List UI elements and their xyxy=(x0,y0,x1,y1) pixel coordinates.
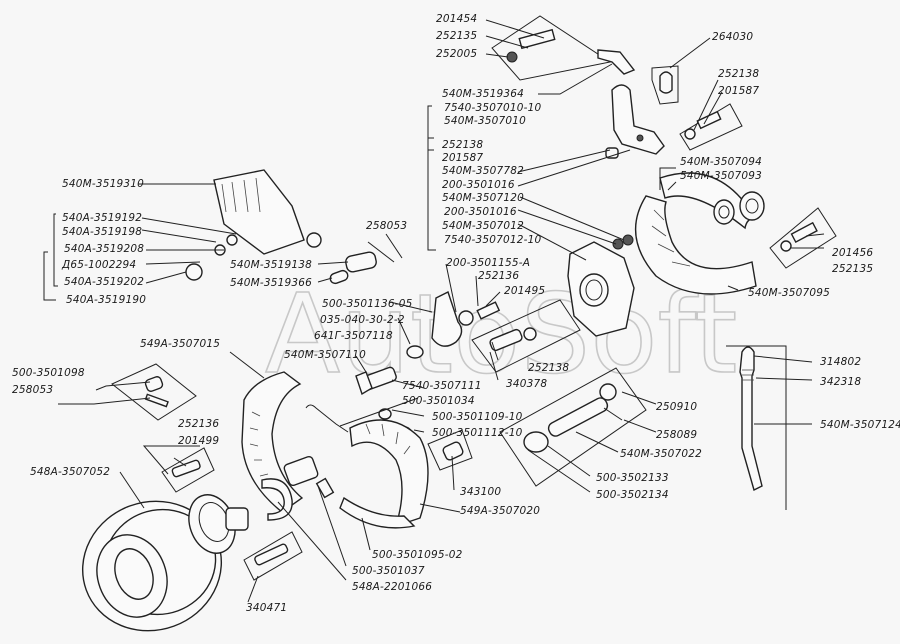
bolt-box-shoe-pin xyxy=(111,363,197,421)
label-340471: 340471 xyxy=(246,602,287,614)
label-035-040-30-2-2: 035-040-30-2-2 xyxy=(320,314,405,326)
slack-lever xyxy=(605,84,665,159)
return-spring xyxy=(305,404,349,499)
label-200-3501016-b: 200-3501016 xyxy=(444,206,517,218)
label-201495: 201495 xyxy=(504,285,545,297)
camshaft-box xyxy=(499,367,647,487)
label-201587-left: 201587 xyxy=(442,152,483,164)
label-250910: 250910 xyxy=(656,401,697,413)
label-252138-center: 252138 xyxy=(528,362,569,374)
label-540a-3519202: 540A-3519202 xyxy=(64,276,144,288)
label-500-3502133: 500-3502133 xyxy=(596,472,669,484)
bolt-box-right xyxy=(679,103,743,151)
label-340378: 340378 xyxy=(506,378,547,390)
lever-arm xyxy=(597,49,636,75)
label-549a-3507015: 549A-3507015 xyxy=(140,338,220,350)
label-314802: 314802 xyxy=(820,356,861,368)
label-d65-1002294: Д65-1002294 xyxy=(61,259,136,271)
label-540m-3507094: 540M-3507094 xyxy=(680,156,762,168)
hub-flange xyxy=(188,494,249,554)
label-343100: 343100 xyxy=(460,486,501,498)
clevis xyxy=(329,241,395,285)
leader-lines xyxy=(43,19,825,603)
label-500-3501098: 500-3501098 xyxy=(12,367,85,379)
brake-chamber xyxy=(185,169,322,281)
grease-nipple-group xyxy=(651,65,679,105)
label-500-3501034: 500-3501034 xyxy=(402,395,475,407)
label-258053-top: 258053 xyxy=(366,220,407,232)
label-540m-3507095: 540M-3507095 xyxy=(748,287,830,299)
label-549a-3507020: 549A-3507020 xyxy=(460,505,540,517)
brake-drum xyxy=(81,500,223,632)
label-540m-3507012: 540M-3507012 xyxy=(442,220,524,232)
bolt-box-hub xyxy=(161,447,215,493)
label-264030: 264030 xyxy=(712,31,753,43)
label-201454: 201454 xyxy=(436,13,477,25)
bolt-box-center xyxy=(471,299,581,373)
label-252135-right: 252135 xyxy=(832,263,873,275)
label-540a-3519190: 540A-3519190 xyxy=(66,294,146,306)
label-252136-center: 252136 xyxy=(478,270,519,282)
label-540a-3519208: 540A-3519208 xyxy=(64,243,144,255)
label-540m-3519310: 540M-3519310 xyxy=(62,178,144,190)
label-252135-top: 252135 xyxy=(436,30,477,42)
label-540m-3507022: 540M-3507022 xyxy=(620,448,702,460)
watermark: AutoSoft xyxy=(265,270,737,398)
label-540m-3507110: 540M-3507110 xyxy=(284,349,366,361)
label-258089: 258089 xyxy=(656,429,697,441)
label-540m-3507124: 540M-3507124 xyxy=(820,419,900,431)
brake-shoe-left xyxy=(241,371,319,513)
label-7540-3507111: 7540-3507111 xyxy=(402,380,482,392)
cam-bracket xyxy=(567,234,635,337)
bolt-box-drum xyxy=(243,531,303,581)
camshaft-end xyxy=(355,345,424,433)
label-548a-3507052: 548A-3507052 xyxy=(30,466,110,478)
label-201456: 201456 xyxy=(832,247,873,259)
label-258053-left: 258053 xyxy=(12,384,53,396)
label-342318: 342318 xyxy=(820,376,861,388)
part-labels: 201454 252135 252005 540M-3519364 7540-3… xyxy=(12,13,900,614)
label-641g-3507118: 641Г-3507118 xyxy=(314,330,393,342)
label-7540-3507012-10: 7540-3507012-10 xyxy=(444,234,542,246)
label-201499: 201499 xyxy=(178,435,219,447)
label-500-3501112-10: 500-3501112-10 xyxy=(432,427,523,439)
label-7540-3507010-10: 7540-3507010-10 xyxy=(444,102,542,114)
label-252136-hub: 252136 xyxy=(178,418,219,430)
label-200-3501016-a: 200-3501016 xyxy=(442,179,515,191)
label-540m-3519138: 540M-3519138 xyxy=(230,259,312,271)
brake-shield xyxy=(634,172,765,295)
bolt-box-shield xyxy=(769,207,837,269)
brake-line xyxy=(726,345,787,510)
label-548a-2201066: 548A-2201066 xyxy=(352,581,432,593)
label-252138-right: 252138 xyxy=(718,68,759,80)
label-252138-left: 252138 xyxy=(442,139,483,151)
label-540m-3507120: 540M-3507120 xyxy=(442,192,524,204)
label-540m-3507093: 540M-3507093 xyxy=(680,170,762,182)
label-540m-3519364: 540M-3519364 xyxy=(442,88,524,100)
label-252005: 252005 xyxy=(436,48,477,60)
label-200-3501155-a: 200-3501155-A xyxy=(446,257,530,269)
label-500-3501037: 500-3501037 xyxy=(352,565,425,577)
slack-adjuster xyxy=(431,291,501,347)
label-540m-3507010: 540M-3507010 xyxy=(444,115,526,127)
label-500-3502134: 500-3502134 xyxy=(596,489,669,501)
label-540a-3519192: 540A-3519192 xyxy=(62,212,142,224)
top-bolt-group xyxy=(491,15,636,81)
label-540a-3519198: 540A-3519198 xyxy=(62,226,142,238)
label-500-3501136-05: 500-3501136-05 xyxy=(322,298,413,310)
label-201587-right: 201587 xyxy=(718,85,759,97)
brake-shoe-right xyxy=(339,419,473,529)
label-540m-3507782: 540M-3507782 xyxy=(442,165,524,177)
label-540m-3519366: 540M-3519366 xyxy=(230,277,312,289)
label-500-3501109-10: 500-3501109-10 xyxy=(432,411,523,423)
label-500-3501095-02: 500-3501095-02 xyxy=(372,549,463,561)
